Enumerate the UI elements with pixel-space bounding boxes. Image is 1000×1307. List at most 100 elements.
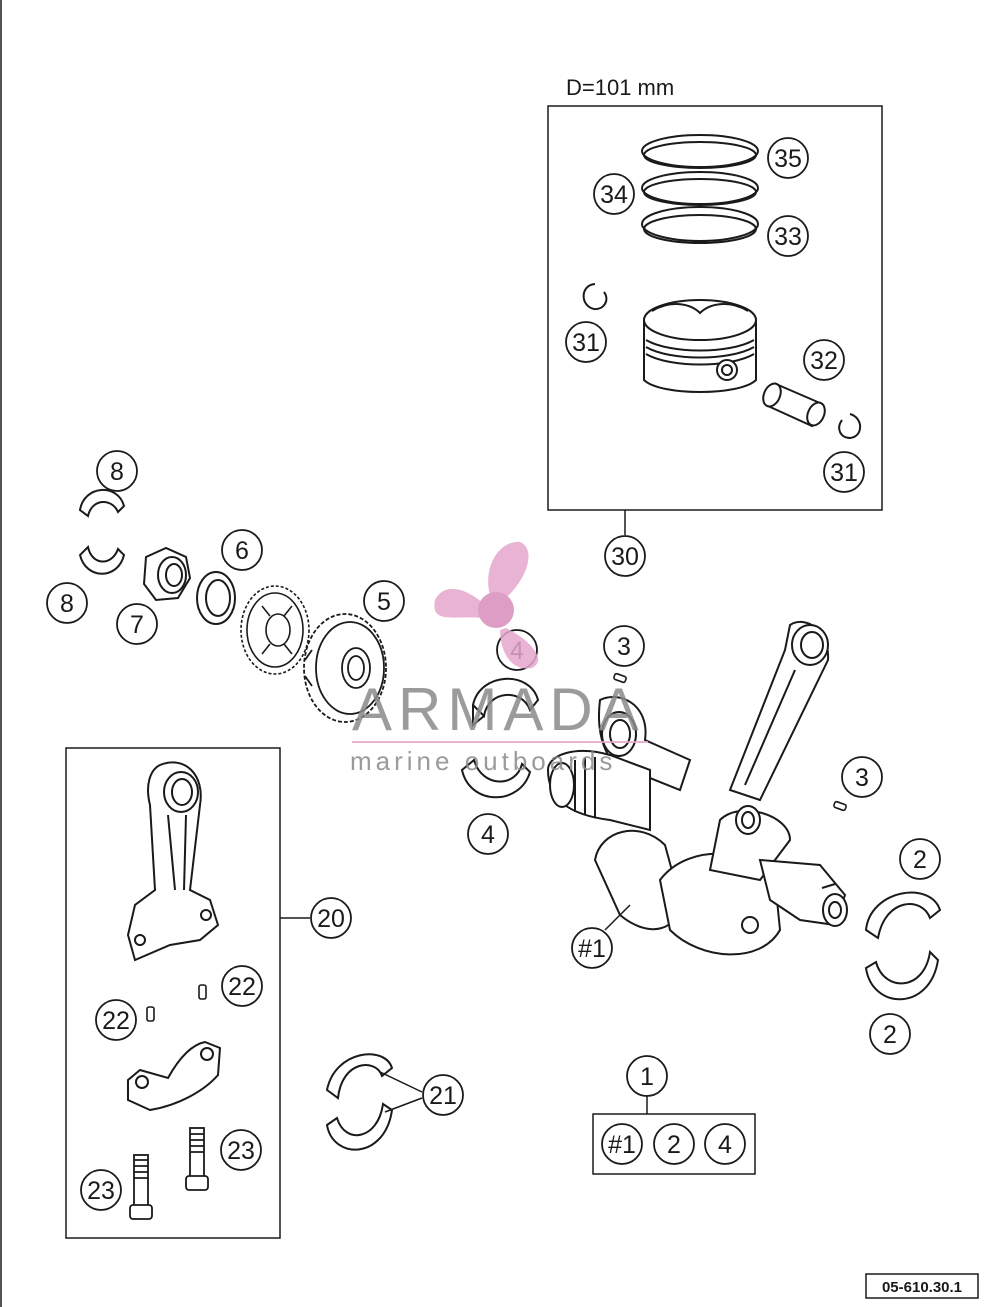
callout-c32: 32: [803, 339, 845, 381]
callout-c3b: 3: [841, 756, 883, 798]
callout-number: 34: [600, 181, 628, 209]
callout-circle: [626, 1055, 668, 1097]
rod-bolt-23-right: [185, 1127, 209, 1191]
callout-number: 4: [481, 821, 495, 849]
callout-circle: [869, 1013, 911, 1055]
drawing-number: 05-610.30.1: [882, 1279, 962, 1296]
crank-callout-leader: [604, 904, 631, 931]
piston-kit-frame: [547, 105, 883, 511]
callout-c1: 1: [626, 1055, 668, 1097]
callout-c8a: 8: [96, 450, 138, 492]
bearing-shell-8-top: [78, 489, 126, 518]
callout-circle: [653, 1123, 695, 1165]
callout-circle: [767, 137, 809, 179]
bearing-shell-2-top: [864, 891, 942, 940]
callout-number: 33: [774, 223, 802, 251]
dimension-note: D=101 mm: [566, 75, 674, 100]
callout-c34: 34: [593, 173, 635, 215]
callout-circle: [601, 1123, 643, 1165]
kit-contents-legend: [592, 1094, 756, 1175]
callout-kit_c: 4: [704, 1123, 746, 1165]
callout-circle: [767, 215, 809, 257]
bearing-shell-4-top: [471, 677, 540, 728]
callout-c33: 33: [767, 215, 809, 257]
callout-number: 3: [617, 633, 631, 661]
callout-number: 30: [611, 543, 639, 571]
conrod-kit-group: [65, 747, 310, 1239]
callout-circle: [803, 339, 845, 381]
callout-crank: #1: [571, 927, 613, 969]
callout-circle: [571, 927, 613, 969]
callout-circle: [603, 625, 645, 667]
piston-ring-33: [641, 206, 759, 244]
callout-circle: [80, 1169, 122, 1211]
callout-circle: [116, 603, 158, 645]
callout-number: 2: [913, 846, 927, 874]
piston-ring-35: [641, 134, 759, 169]
callout-number: 8: [110, 458, 124, 486]
kit-contents-frame: [592, 1113, 756, 1175]
callout-number: #1: [578, 935, 606, 963]
callout-number: #1: [608, 1131, 636, 1159]
piston-kit-group: D=101 mm: [547, 75, 883, 535]
callout-circle: [220, 1129, 262, 1171]
callout-circle: [467, 813, 509, 855]
nut-7: [142, 546, 192, 602]
bearing-shell-4-bottom: [460, 758, 532, 799]
callout-c8b: 8: [46, 582, 88, 624]
callout-circle: [310, 897, 352, 939]
piston-ring-34: [641, 171, 759, 206]
callout-c31a: 31: [565, 321, 607, 363]
conrod-kit-frame: [65, 747, 281, 1239]
callout-circle: [593, 173, 635, 215]
callout-number: 6: [235, 537, 249, 565]
callout-circle: [95, 999, 137, 1041]
callout-c20: 20: [310, 897, 352, 939]
rod-bolt-23-left: [129, 1154, 153, 1220]
callout-number: 23: [87, 1177, 115, 1205]
callout-c23b: 23: [80, 1169, 122, 1211]
callout-number: 31: [830, 459, 858, 487]
trigger-wheel: [240, 585, 310, 675]
dowel-pin-3-left: [613, 672, 627, 684]
watermark-tagline: marine outboards: [350, 746, 616, 776]
watermark-logo: ARMADA marine outboards: [350, 541, 648, 776]
bearing-shell-2-bottom: [864, 949, 940, 1001]
callout-circle: [363, 580, 405, 622]
callout-c2a: 2: [899, 838, 941, 880]
callout-kit_a: #1: [601, 1123, 643, 1165]
callout-number: 21: [429, 1082, 457, 1110]
callout-number: 20: [317, 905, 345, 933]
callout-number: 1: [640, 1063, 654, 1091]
rod-cap: [127, 1040, 222, 1112]
callout-c4b: 4: [467, 813, 509, 855]
bearing-shell-21-top: [325, 1053, 394, 1100]
dowel-22-left: [146, 1006, 155, 1022]
propeller-icon: [434, 541, 539, 669]
bearing-shell-8-bottom: [78, 544, 126, 575]
callout-c22b: 22: [95, 999, 137, 1041]
callout-circle: [841, 756, 883, 798]
circlip-31-right: [838, 413, 862, 440]
callout-circle: [96, 450, 138, 492]
circlip-31-left: [582, 283, 608, 311]
dowel-22-right: [198, 984, 207, 1000]
watermark-brand: ARMADA: [352, 676, 645, 743]
callout-number: 31: [572, 329, 600, 357]
dowel-pin-3-right: [833, 800, 847, 812]
callout-circle: [221, 965, 263, 1007]
callout-circle: [899, 838, 941, 880]
callout-c22a: 22: [221, 965, 263, 1007]
callout-kit_b: 2: [653, 1123, 695, 1165]
callout-number: 35: [774, 145, 802, 173]
callout-number: 2: [883, 1021, 897, 1049]
bearing-shell-21-bottom: [325, 1102, 394, 1151]
callout-number: 4: [718, 1131, 732, 1159]
callout-circle: [565, 321, 607, 363]
callout-circle: [704, 1123, 746, 1165]
callout-circle: [221, 529, 263, 571]
callout-c21: 21: [422, 1074, 464, 1116]
callout-circle: [823, 451, 865, 493]
callout-circle: [422, 1074, 464, 1116]
callout-c7: 7: [116, 603, 158, 645]
